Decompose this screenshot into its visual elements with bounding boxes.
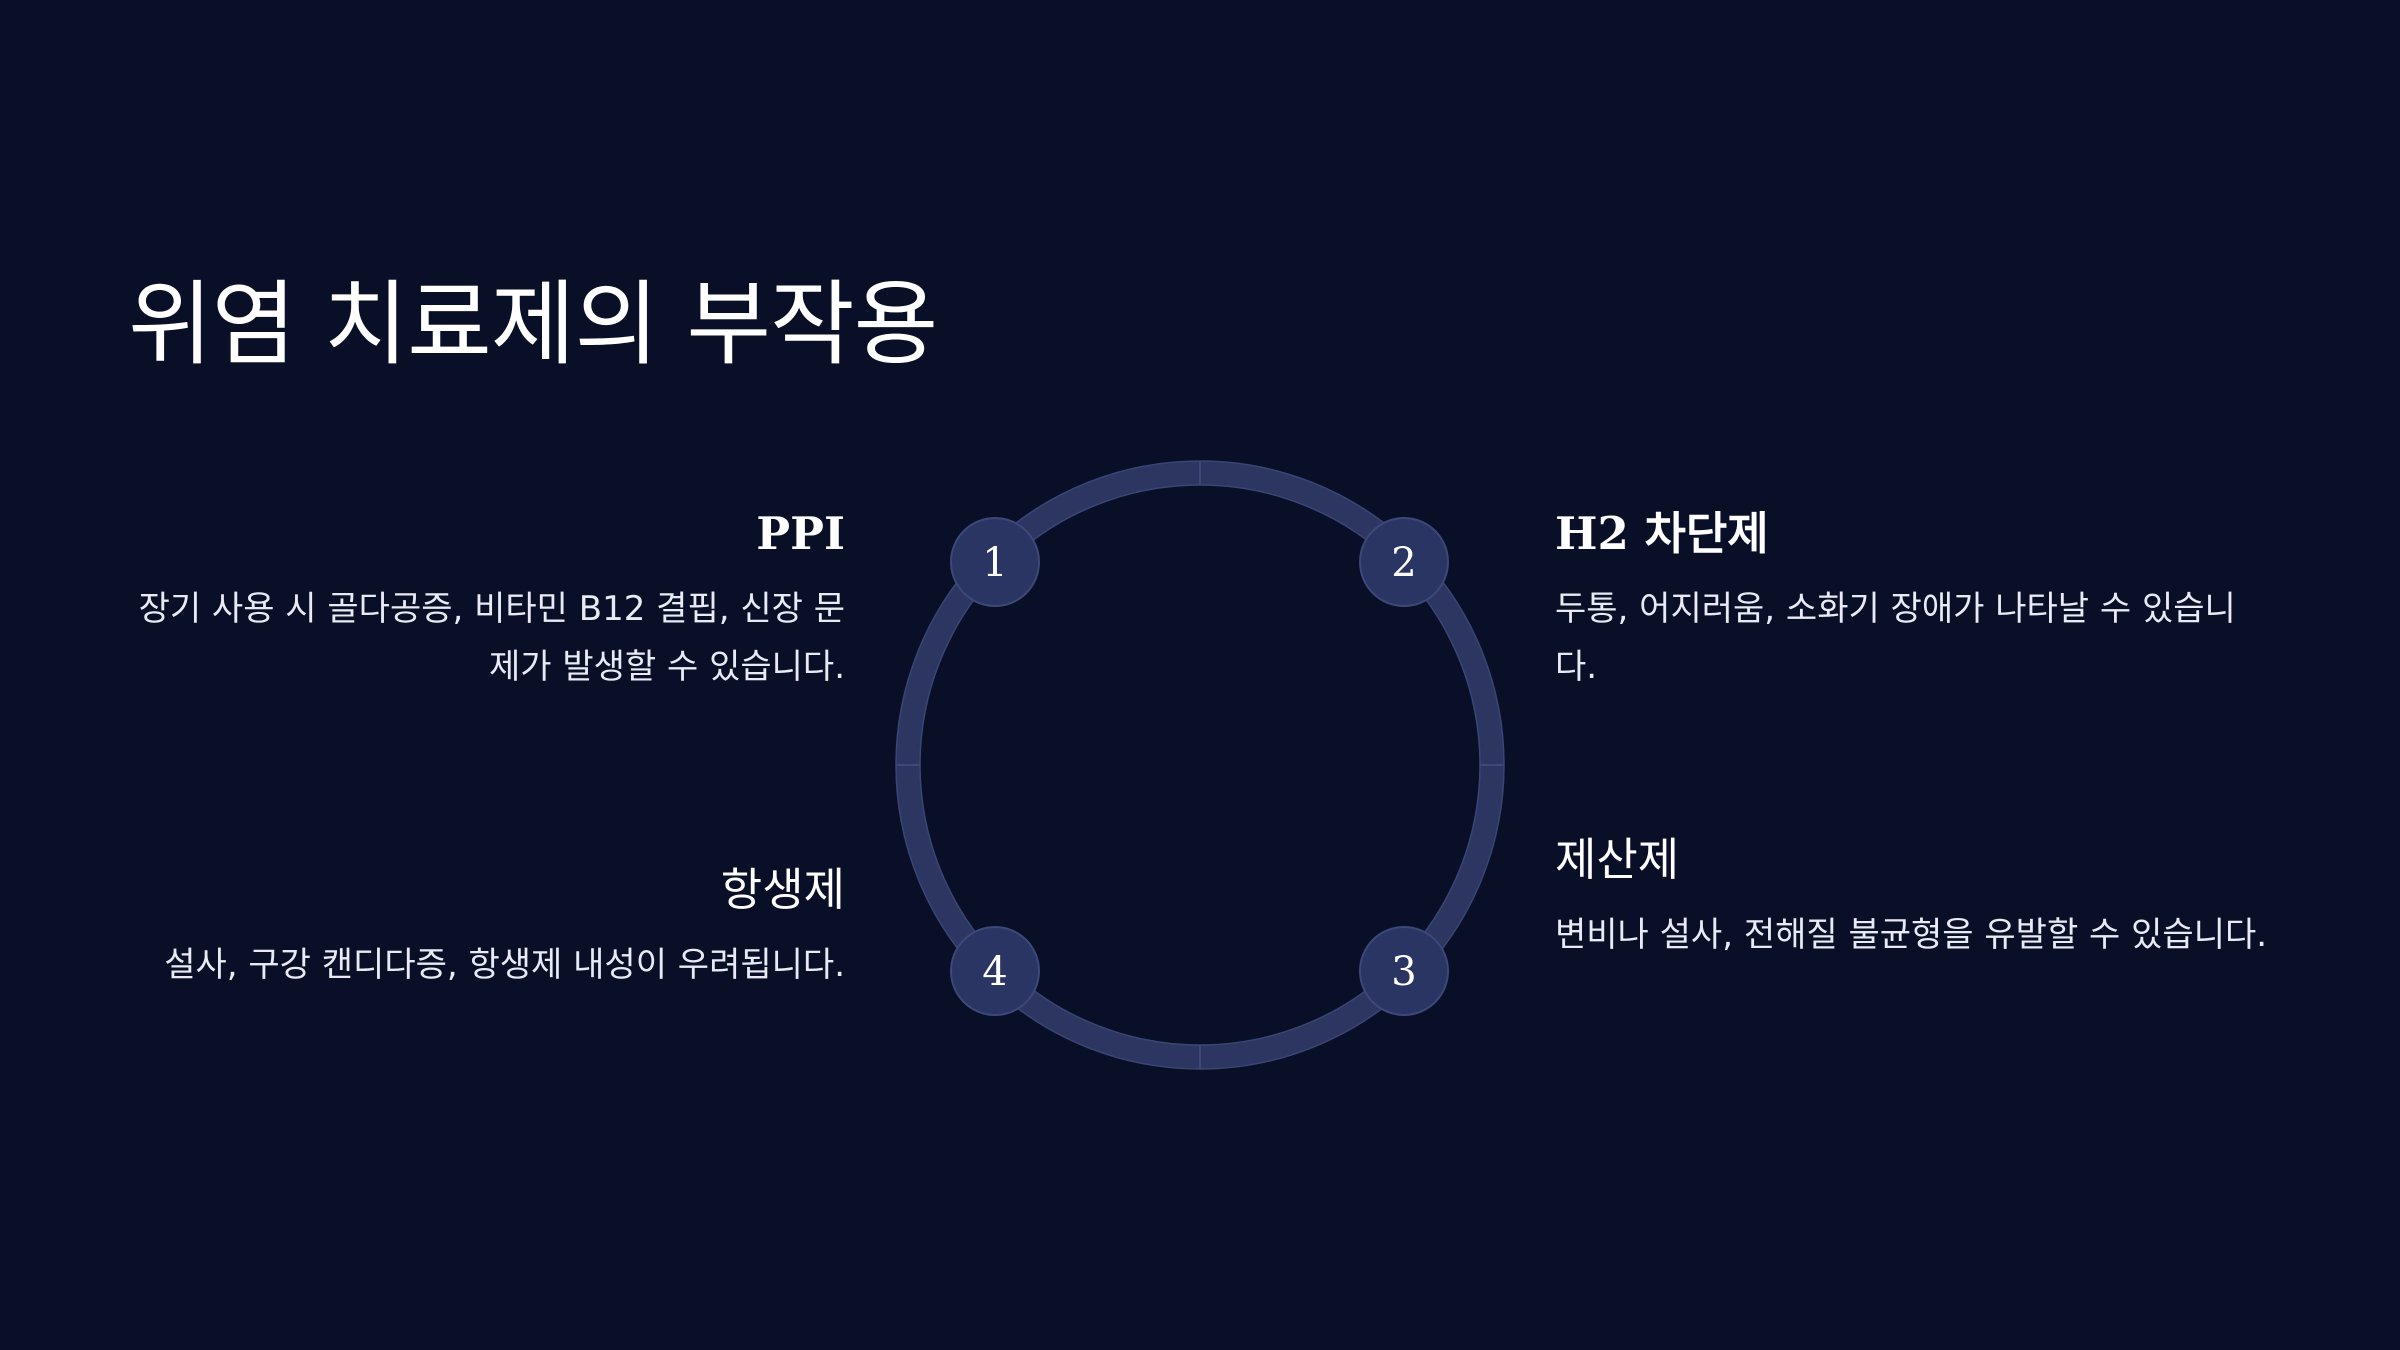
item-title-ppi: PPI [756,507,845,560]
step-number-2: 2 [1391,540,1416,586]
cycle-diagram: 1 2 3 4 [880,450,1520,1080]
side-effect-antacid: 제산제 변비나 설사, 전해질 불균형을 유발할 수 있습니다. [1555,828,2275,964]
side-effect-h2-blocker: H2 차단제 두통, 어지러움, 소화기 장애가 나타날 수 있습니다. [1555,502,2275,696]
item-description-h2-blocker: 두통, 어지러움, 소화기 장애가 나타날 수 있습니다. [1555,589,2236,687]
step-badge-1: 1 [950,517,1040,607]
step-number-3: 3 [1391,949,1416,995]
item-title-h2-blocker: H2 차단제 [1555,507,1769,560]
item-title-antibiotic: 항생제 [720,863,845,916]
item-description-antibiotic: 설사, 구강 캔디다증, 항생제 내성이 우려됩니다. [164,945,845,985]
item-description-antacid: 변비나 설사, 전해질 불균형을 유발할 수 있습니다. [1555,915,2268,955]
step-badge-3: 3 [1359,926,1449,1016]
page-title: 위염 치료제의 부작용 [128,271,938,378]
step-badge-4: 4 [950,926,1040,1016]
step-number-1: 1 [982,540,1007,586]
step-badge-2: 2 [1359,517,1449,607]
side-effect-antibiotic: 항생제 설사, 구강 캔디다증, 항생제 내성이 우려됩니다. [125,858,845,994]
cycle-ring-graphic: 1 2 3 4 [895,460,1505,1070]
side-effect-ppi: PPI 장기 사용 시 골다공증, 비타민 B12 결핍, 신장 문제가 발생할… [125,502,845,696]
step-number-4: 4 [982,949,1007,995]
item-description-ppi: 장기 사용 시 골다공증, 비타민 B12 결핍, 신장 문제가 발생할 수 있… [138,589,845,687]
item-title-antacid: 제산제 [1555,833,1680,886]
